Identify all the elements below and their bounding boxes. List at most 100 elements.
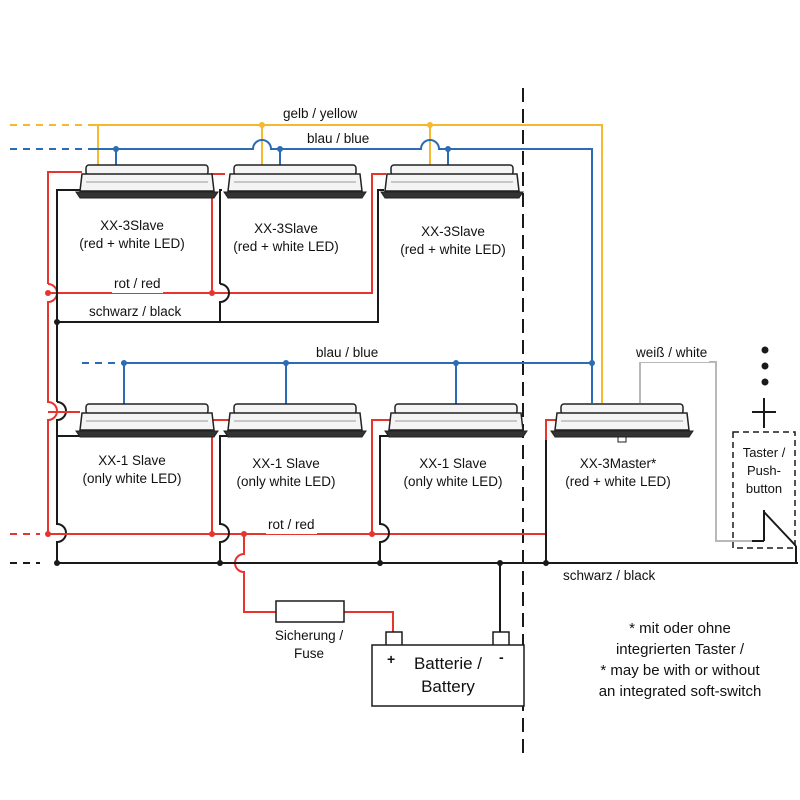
wire-black-hop [219,283,230,322]
junction-dot [45,290,51,296]
wire-label-black-top: schwarz / black [87,303,184,321]
junction-dot [377,560,383,566]
wire-label-red-top: rot / red [112,275,163,293]
lamps [75,164,694,443]
continuation-dot [761,362,769,370]
ceiling-light-icon [550,403,694,443]
lamp-label-slave1-2: XX-1 Slave (only white LED) [219,455,353,491]
lamp-desc: (only white LED) [236,474,336,489]
junction-dot [283,360,289,366]
lamp-label-slave3-1: XX-3Slave (red + white LED) [65,217,199,253]
wire-black-feed [56,189,80,402]
components [275,346,797,707]
junction-dot [45,531,51,537]
wire-label-white: weiß / white [634,344,710,362]
lamp-switch-tab [617,436,627,443]
wire-label-yellow: gelb / yellow [281,105,360,123]
lamp-name: XX-1 Slave [419,456,487,471]
lamp-desc: (red + white LED) [400,242,506,257]
lamp-desc: (only white LED) [82,471,182,486]
fuse-icon [275,600,345,623]
battery-label-line: Battery [421,677,475,696]
lamp-label-slave1-3: XX-1 Slave (only white LED) [386,455,520,491]
battery-minus-label: - [499,649,504,665]
lamp-label-slave1-1: XX-1 Slave (only white LED) [65,452,199,488]
lamp-rim [75,191,219,199]
junction-dot [445,146,451,152]
footnote: * mit oder ohne integrierten Taster / * … [562,618,798,702]
junction-dot [121,360,127,366]
junction-dot [453,360,459,366]
pushbutton-icon [732,346,797,563]
footnote-line: * mit oder ohne [629,620,731,637]
junction-dot [259,122,265,128]
ceiling-light-icon [380,164,524,199]
pushbutton-label-line: Push- [747,463,781,478]
battery-terminal-minus [492,631,510,647]
battery-icon [371,631,525,707]
lamp-label-slave3-2: XX-3Slave (red + white LED) [219,220,353,256]
footnote-line: * may be with or without [600,662,760,679]
lamp-name: XX-1 Slave [252,456,320,471]
lamp-rim [223,191,367,199]
lamp-label-master: XX-3Master* (red + white LED) [548,455,688,491]
wire-label-blue-top: blau / blue [305,130,372,148]
lamp-rim [380,191,524,199]
lamp-desc: (only white LED) [403,474,503,489]
fuse-label-line: Fuse [293,646,324,661]
wire-black-feed [219,435,234,563]
pushbutton-label-line: Taster / [742,445,786,460]
battery-terminal-plus [385,631,403,647]
lamp-desc: (red + white LED) [233,239,339,254]
lamp-rim [223,430,367,438]
junction-dot [209,531,215,537]
fuse-label: Sicherung / Fuse [262,627,356,663]
wire-black-feed [379,435,392,563]
wire-label-red-bottom: rot / red [266,516,317,534]
ceiling-light-icon [223,164,367,199]
junction-dot [589,360,595,366]
lamp-rim [75,430,219,438]
pushbutton-frame [732,431,796,549]
wire-red-feed [371,419,390,534]
continuation-dot [761,378,769,386]
footnote-line: an integrated soft-switch [598,683,762,700]
lamp-desc: (red + white LED) [565,474,671,489]
wire-white [639,361,752,542]
ceiling-light-icon [223,403,367,438]
junction-dot [54,560,60,566]
wire-red-feed [47,171,82,284]
lamp-name: XX-3Slave [421,224,485,239]
wire-black-vertical [56,401,67,563]
ceiling-light-icon [75,164,219,199]
fuse-label-line: Sicherung / [274,628,344,643]
lamp-name: XX-1 Slave [98,453,166,468]
lamp-name: XX-3Slave [100,218,164,233]
lamp-rim [550,430,694,438]
wire-blue-top [94,139,593,403]
lamp-rim [384,430,528,438]
junction-dot [277,146,283,152]
pushbutton-label-line: button [745,481,783,496]
battery-label: Batterie / Battery [381,652,515,698]
battery-label-line: Batterie / [413,654,483,673]
lamp-name: XX-3Master* [579,456,657,471]
junction-dot [209,290,215,296]
pushbutton-lever [763,511,797,547]
junction-dot [543,560,549,566]
continuation-dot [761,346,769,354]
footnote-line: integrierten Taster / [615,641,745,658]
junction-dot [427,122,433,128]
ceiling-light-icon [384,403,528,438]
wire-red-to-fuse [234,534,276,613]
wire-label-black-bottom: schwarz / black [561,567,658,585]
lamp-name: XX-3Slave [254,221,318,236]
wire-black-top [57,189,384,323]
battery-plus-label: + [387,651,396,667]
wire-black-feed [219,189,222,284]
junction-dot [113,146,119,152]
battery-body [371,644,525,707]
lamp-label-slave3-3: XX-3Slave (red + white LED) [386,223,520,259]
junction-dot [54,319,60,325]
